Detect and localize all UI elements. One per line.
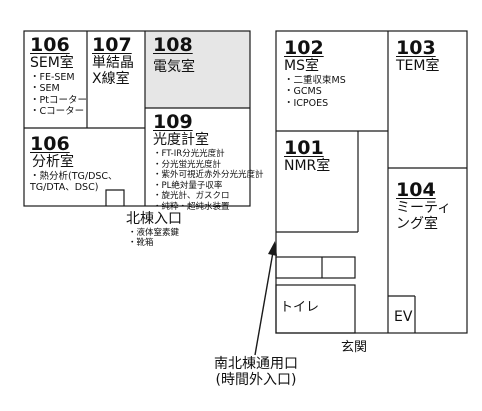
room-102: 102 MS室 ・二重収束MS ・GCMS ・ICPOES xyxy=(284,37,346,109)
equipment-item: TG/DTA、DSC) xyxy=(30,182,99,194)
toilet-label: トイレ xyxy=(280,300,320,315)
equipment-item: ・Ptコーター xyxy=(30,94,87,106)
equipment-item: ・ICPOES xyxy=(284,97,329,109)
room-name-line1: ミーティ xyxy=(396,200,452,217)
room-106-analysis: 106 分析室 ・熱分析(TG/DSC、 TG/DTA、DSC) xyxy=(30,133,118,194)
room-name: 電気室 xyxy=(153,59,195,76)
room-104: 104 ミーティ ング室 xyxy=(396,179,452,233)
north-entrance-notch xyxy=(105,189,125,206)
equipment-item: ・GCMS xyxy=(284,86,322,98)
room-108-shading xyxy=(145,31,250,108)
entrance-arrow-line xyxy=(254,251,274,356)
equipment-item: ・FT-IR分光光度計 xyxy=(153,148,225,159)
room-name: MS室 xyxy=(284,58,319,75)
room-name-line2: X線室 xyxy=(92,70,130,87)
toilet-partition xyxy=(275,256,356,279)
north-entrance-label: 北棟入口 xyxy=(126,211,182,227)
equipment-item: ・旋光計、ガスクロ xyxy=(153,191,230,202)
equipment-item: ・熱分析(TG/DSC、 xyxy=(30,170,118,182)
room-107: 107 単結晶 X線室 xyxy=(92,34,134,88)
toilet-room xyxy=(275,284,356,334)
left-building-outline xyxy=(23,30,251,207)
room-name-line2: ング室 xyxy=(396,215,438,232)
equipment-list: ・熱分析(TG/DSC、 TG/DTA、DSC) xyxy=(30,171,118,194)
room-name: TEM室 xyxy=(396,58,440,75)
room-106-sem: 106 SEM室 ・FE-SEM ・SEM ・Ptコーター ・Cコーター xyxy=(30,34,87,118)
equipment-list: ・FT-IR分光光度計 ・分光蛍光光度計 ・紫外可視近赤外分光光度計 ・PL絶対… xyxy=(153,149,264,213)
equipment-item: ・PL絶対量子収率 xyxy=(153,180,223,191)
equipment-item: ・紫外可視近赤外分光光度計 xyxy=(153,170,264,181)
room-number: 102 xyxy=(284,37,324,59)
genkan-label: 玄関 xyxy=(341,340,368,355)
room-number: 103 xyxy=(396,37,436,59)
room-name: 光度計室 xyxy=(153,132,209,149)
room-name-line1: 単結晶 xyxy=(92,55,134,72)
room-number: 107 xyxy=(92,34,132,56)
room-number: 108 xyxy=(153,34,193,56)
north-entrance-item: ・液体窒素鍵 xyxy=(128,227,180,238)
equipment-list: ・FE-SEM ・SEM ・Ptコーター ・Cコーター xyxy=(30,72,87,118)
room-101: 101 NMR室 xyxy=(284,137,331,175)
room-109: 109 光度計室 ・FT-IR分光光度計 ・分光蛍光光度計 ・紫外可視近赤外分光… xyxy=(153,111,264,213)
equipment-item: ・SEM xyxy=(30,83,60,95)
room-108: 108 電気室 xyxy=(153,34,195,76)
equipment-item: ・Cコーター xyxy=(30,106,85,118)
room-number: 109 xyxy=(153,111,193,133)
side-entrance-line2: (時間外入口) xyxy=(215,371,297,388)
north-entrance-item: ・靴箱 xyxy=(128,238,154,249)
room-number: 106 xyxy=(30,133,70,155)
ev-label: EV xyxy=(394,309,413,325)
equipment-item: ・FE-SEM xyxy=(30,71,75,83)
room-name: 分析室 xyxy=(32,154,74,171)
equipment-item: ・二重収束MS xyxy=(284,74,346,86)
equipment-item: ・分光蛍光光度計 xyxy=(153,159,222,170)
room-number: 101 xyxy=(284,137,324,159)
equipment-item: ・純粋・超純水装置 xyxy=(153,202,230,213)
room-name: SEM室 xyxy=(30,55,74,72)
entrance-arrow-head xyxy=(268,241,277,256)
side-entrance-label: 南北棟通用口 (時間外入口) xyxy=(214,356,298,388)
room-number: 104 xyxy=(396,179,436,201)
room-103: 103 TEM室 xyxy=(396,37,440,75)
side-entrance-line1: 南北棟通用口 xyxy=(214,356,298,372)
room-number: 106 xyxy=(30,34,70,56)
right-building-outline xyxy=(275,30,468,334)
north-entrance-items: ・液体窒素鍵 ・靴箱 xyxy=(128,228,182,249)
equipment-list: ・二重収束MS ・GCMS ・ICPOES xyxy=(284,75,346,109)
room-name: NMR室 xyxy=(284,158,331,175)
north-entrance: 北棟入口 ・液体窒素鍵 ・靴箱 xyxy=(126,211,182,249)
